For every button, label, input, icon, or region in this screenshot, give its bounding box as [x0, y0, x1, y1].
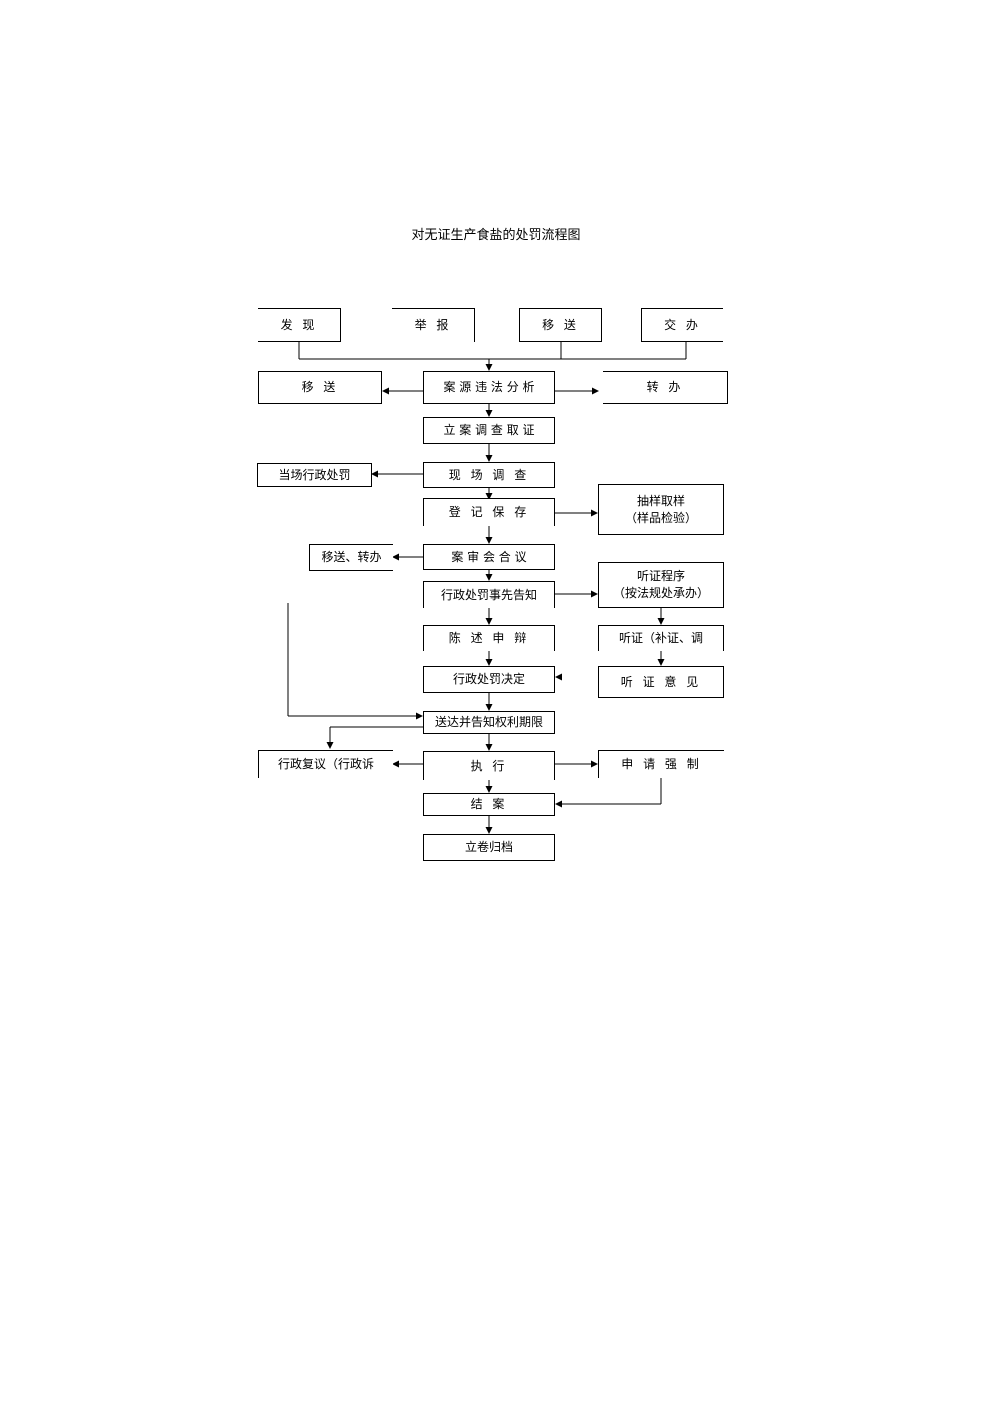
transfer-out-label: 移 送 [301, 380, 339, 394]
service-notice-box: 送达并告知权利期限 [423, 711, 555, 734]
service-notice-label: 送达并告知权利期限 [434, 715, 543, 729]
hearing-box: 听证（补证、调 [598, 625, 724, 651]
file-case-label: 立 案 调 查 取 证 [443, 423, 535, 437]
report-label: 举 报 [414, 318, 452, 332]
archive-label: 立卷归档 [464, 840, 513, 854]
on-site-penalty-label: 当场行政处罚 [278, 467, 351, 482]
transfer-or-hand-over-box: 移送、转办 [309, 544, 393, 571]
apply-enforcement-label: 申 请 强 制 [621, 757, 702, 771]
discover-box: 发 现 [258, 308, 341, 342]
transfer-in-label: 移 送 [542, 317, 579, 332]
file-case-box: 立 案 调 查 取 证 [423, 417, 555, 444]
case-review-meeting-box: 案 审 会 合 议 [423, 544, 555, 570]
hearing-program-label-line2: （按法规处承办） [612, 586, 709, 600]
transfer-out-box: 移 送 [258, 371, 382, 404]
case-analysis-box: 案 源 违 法 分 析 [423, 371, 555, 404]
sampling-label-line1: 抽样取样 [636, 493, 685, 508]
assign-box: 交 办 [641, 308, 723, 342]
report-box: 举 报 [392, 308, 475, 342]
close-case-label: 结 案 [470, 797, 508, 811]
prior-notice-label: 行政处罚事先告知 [440, 587, 537, 602]
hearing-program-box: 听证程序 （按法规处承办） [598, 562, 724, 608]
hearing-label: 听证（补证、调 [618, 631, 703, 645]
assign-label: 交 办 [664, 317, 701, 332]
execute-box: 执 行 [423, 751, 555, 780]
apply-enforcement-box: 申 请 强 制 [598, 750, 724, 778]
register-preserve-box: 登 记 保 存 [423, 498, 555, 526]
penalty-decision-box: 行政处罚决定 [423, 666, 555, 693]
sampling-box: 抽样取样 （样品检验） [598, 484, 724, 535]
site-investigation-box: 现 场 调 查 [423, 462, 555, 488]
statement-defense-label: 陈 述 申 辩 [448, 631, 530, 645]
close-case-box: 结 案 [423, 793, 555, 816]
hearing-program-label-line1: 听证程序 [636, 569, 685, 583]
hearing-opinion-box: 听 证 意 见 [598, 666, 724, 698]
statement-defense-box: 陈 述 申 辩 [423, 625, 555, 651]
archive-box: 立卷归档 [423, 834, 555, 861]
prior-notice-box: 行政处罚事先告知 [423, 581, 555, 608]
case-review-meeting-label: 案 审 会 合 议 [451, 549, 527, 564]
penalty-decision-label: 行政处罚决定 [452, 672, 525, 686]
case-analysis-label: 案 源 违 法 分 析 [443, 380, 535, 394]
page-title: 对无证生产食盐的处罚流程图 [411, 228, 581, 243]
hearing-opinion-label: 听 证 意 见 [620, 674, 702, 689]
execute-label: 执 行 [470, 758, 508, 773]
admin-review-box: 行政复议（行政诉 [258, 750, 393, 778]
admin-review-label: 行政复议（行政诉 [277, 757, 374, 771]
on-site-penalty-box: 当场行政处罚 [257, 463, 372, 487]
discover-label: 发 现 [280, 317, 318, 332]
transfer-in-box: 移 送 [519, 308, 602, 342]
hand-over-box: 转 办 [603, 371, 728, 404]
transfer-or-hand-over-label: 移送、转办 [321, 550, 382, 564]
hand-over-label: 转 办 [646, 380, 684, 394]
register-preserve-label: 登 记 保 存 [448, 505, 530, 519]
site-investigation-label: 现 场 调 查 [448, 467, 530, 482]
sampling-label-line2: （样品检验） [624, 510, 697, 525]
